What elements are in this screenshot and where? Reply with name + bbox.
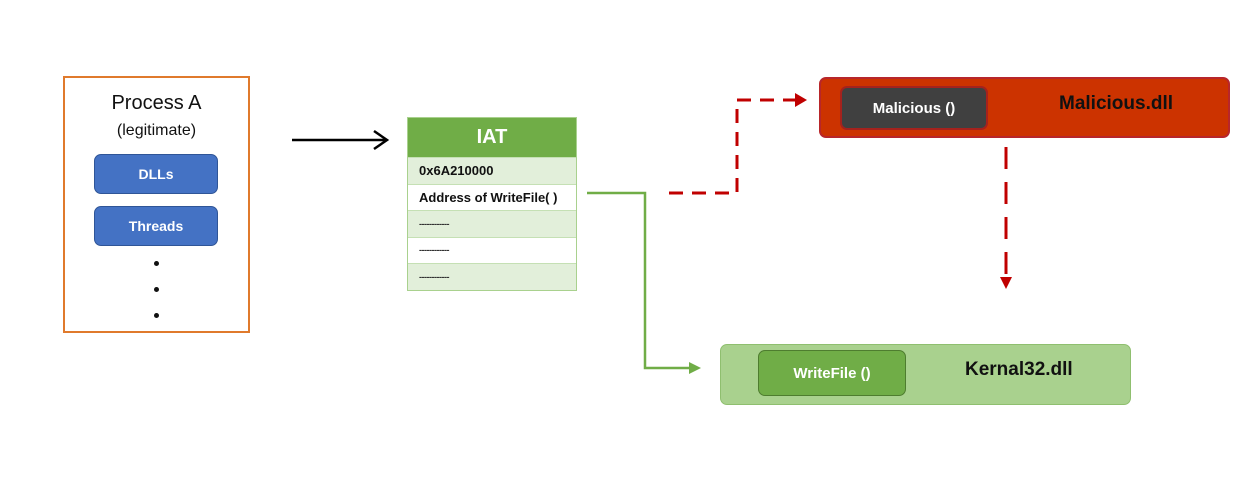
- iat-header: IAT: [408, 118, 576, 157]
- ellipsis-dot: [154, 287, 159, 292]
- kernel32-dll-name: Kernal32.dll: [965, 359, 1073, 380]
- ellipsis-dot: [154, 261, 159, 266]
- kernel32-dll-box: WriteFile () Kernal32.dll: [720, 344, 1131, 405]
- process-a-box: Process A (legitimate) DLLs Threads: [63, 76, 250, 333]
- dlls-block: DLLs: [94, 154, 218, 194]
- iat-row-base-address: 0x6A210000: [408, 157, 576, 184]
- malicious-dll-name: Malicious.dll: [1059, 93, 1174, 114]
- malicious-to-kernel32-arrow: [1000, 147, 1012, 289]
- iat-row-placeholder: ------------: [408, 210, 576, 237]
- process-to-iat-arrow: [292, 129, 390, 151]
- iat-row-placeholder: ------------: [408, 236, 576, 263]
- process-title: Process A: [111, 92, 202, 114]
- malicious-dll-box: Malicious () Malicious.dll: [819, 77, 1230, 138]
- writefile-function: WriteFile (): [758, 350, 906, 396]
- hook-redirect-arrow: [669, 93, 807, 195]
- iat-table: IAT 0x6A210000 Address of WriteFile( ) -…: [407, 117, 577, 291]
- ellipsis-dot: [154, 313, 159, 318]
- process-subtitle: (legitimate): [116, 122, 197, 139]
- malicious-function: Malicious (): [840, 86, 988, 130]
- iat-row-placeholder: ------------: [408, 263, 576, 290]
- iat-row-writefile-address: Address of WriteFile( ): [408, 183, 576, 210]
- threads-block: Threads: [94, 206, 218, 246]
- original-call-arrow: [587, 191, 701, 374]
